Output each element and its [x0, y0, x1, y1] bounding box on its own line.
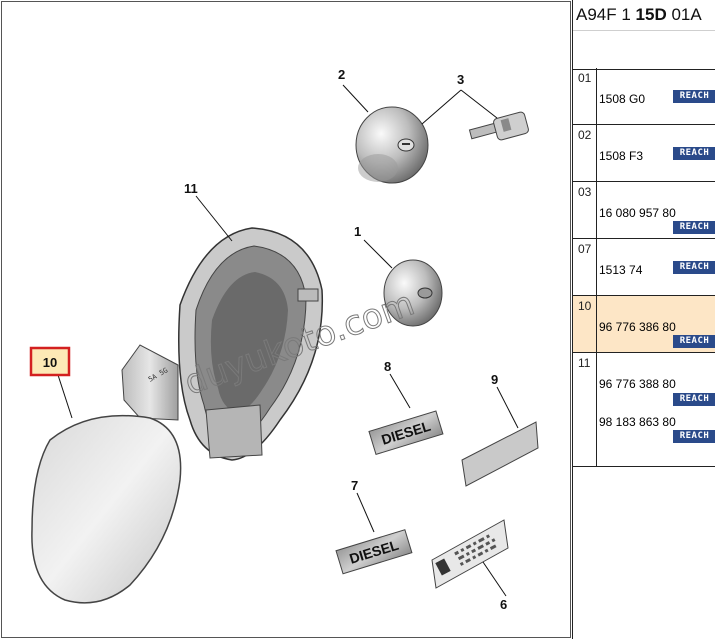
part-number[interactable]: 1513 74 [599, 263, 643, 277]
parts-row-07[interactable]: 07 1513 74 REACH [573, 239, 715, 296]
part-11-filler-housing[interactable]: 5A 5G [121, 227, 324, 461]
part-10-fuel-flap[interactable] [31, 414, 182, 604]
part-2-fuel-cap-locking[interactable] [355, 106, 429, 184]
row-number: 07 [578, 242, 592, 256]
part-number[interactable]: 16 080 957 80 [599, 206, 676, 220]
parts-row-01[interactable]: 01 1508 G0 REACH [573, 68, 715, 125]
row-number: 01 [578, 71, 592, 85]
parts-list-panel: A94F 1 15D 01A 01 1508 G0 REACH 02 1508 … [572, 0, 715, 639]
part-number[interactable]: 1508 F3 [599, 149, 644, 163]
part-8-diesel-label[interactable]: DIESEL [368, 410, 444, 456]
callout-8[interactable]: 8 [384, 359, 391, 374]
parts-row-02[interactable]: 02 1508 F3 REACH [573, 125, 715, 182]
panel-header-spacer [573, 31, 715, 70]
part-number[interactable]: 98 183 863 80 [599, 415, 676, 429]
parts-diagram: 5A 5G DIESEL DIESEL [1, 1, 571, 638]
callout-6[interactable]: 6 [500, 597, 507, 612]
reach-badge[interactable]: REACH [673, 90, 715, 103]
reach-badge[interactable]: REACH [673, 261, 715, 274]
reach-badge[interactable]: REACH [673, 335, 715, 348]
part-number[interactable]: 1508 G0 [599, 92, 646, 106]
callout-9[interactable]: 9 [491, 372, 498, 387]
callout-10: 10 [43, 355, 57, 370]
part-7-diesel-label[interactable]: DIESEL [335, 529, 413, 575]
panel-title: A94F 1 15D 01A [573, 0, 715, 31]
callout-10-highlighted[interactable]: 10 [29, 346, 71, 377]
title-part-a: A94F 1 [576, 5, 636, 24]
row-number: 11 [578, 356, 591, 370]
part-3-key[interactable] [468, 111, 529, 141]
title-part-c: 01A [666, 5, 702, 24]
part-1-fuel-cap[interactable] [383, 259, 443, 327]
part-number[interactable]: 96 776 386 80 [599, 320, 676, 334]
row-number: 10 [578, 299, 592, 313]
callout-3[interactable]: 3 [457, 72, 464, 87]
reach-badge[interactable]: REACH [673, 147, 715, 160]
part-number[interactable]: 96 776 388 80 [599, 377, 676, 391]
diagram-frame [1, 1, 571, 638]
callout-1[interactable]: 1 [354, 224, 361, 239]
parts-row-03[interactable]: 03 16 080 957 80 REACH [573, 182, 715, 239]
leader-lines [57, 84, 519, 597]
row-number: 02 [578, 128, 592, 142]
reach-badge[interactable]: REACH [673, 221, 715, 234]
title-part-b: 15D [635, 5, 667, 24]
part-9-blank-label[interactable] [461, 421, 539, 487]
callout-11[interactable]: 11 [184, 181, 198, 196]
part-6-info-label[interactable] [431, 519, 509, 589]
parts-row-11[interactable]: 11 96 776 388 80 REACH 98 183 863 80 REA… [573, 353, 715, 467]
reach-badge[interactable]: REACH [673, 393, 715, 406]
row-number: 03 [578, 185, 592, 199]
callout-7[interactable]: 7 [351, 478, 358, 493]
callout-2[interactable]: 2 [338, 67, 345, 82]
reach-badge[interactable]: REACH [673, 430, 715, 443]
parts-row-10-selected[interactable]: 10 96 776 386 80 REACH [573, 296, 715, 353]
